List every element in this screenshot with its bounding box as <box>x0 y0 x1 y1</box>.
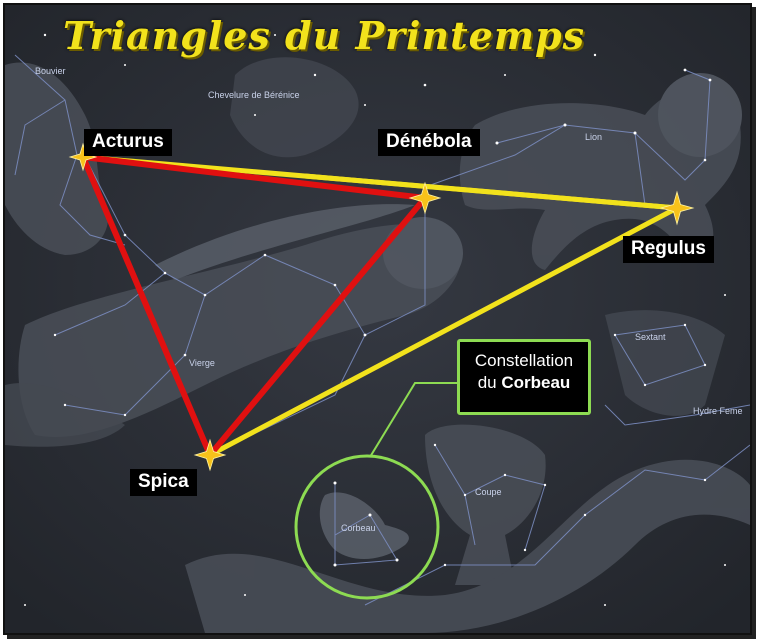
vierge-figure <box>18 224 462 437</box>
yellow-triangle-top-edge <box>304 173 678 211</box>
spica-star-icon <box>193 438 227 472</box>
coupe-figure <box>425 424 546 585</box>
vierge-lines-3 <box>54 272 166 336</box>
hydre-figure <box>185 459 750 633</box>
denebola-star-icon <box>408 181 442 215</box>
vierge-lines-2 <box>64 294 206 416</box>
star-label-acturus: Acturus <box>84 129 172 156</box>
vierge-wing <box>155 204 415 280</box>
corbeau-lines <box>334 483 398 566</box>
bouvier-lines <box>14 54 126 246</box>
figure-silhouettes <box>5 57 750 633</box>
star-label-spica: Spica <box>130 469 197 496</box>
chevelure-figure <box>230 57 359 158</box>
background-stars <box>24 33 726 606</box>
sextant-figure <box>605 310 725 416</box>
regulus-star-icon <box>659 190 695 226</box>
red-triangle <box>80 154 428 458</box>
vierge-head <box>383 217 463 289</box>
lion-head <box>658 73 742 157</box>
constellation-label-hydre: Hydre Feme <box>693 406 743 416</box>
vierge-lower <box>5 383 125 447</box>
star-label-denebola: Dénébola <box>378 129 480 156</box>
constellation-label-bouvier: Bouvier <box>35 66 66 76</box>
callout-line-2: du Corbeau <box>460 372 588 394</box>
corbeau-callout: Constellation du Corbeau <box>457 339 591 415</box>
constellation-label-sextant: Sextant <box>635 332 666 342</box>
constellation-label-corbeau: Corbeau <box>341 523 376 533</box>
bouvier-figure <box>5 62 109 255</box>
constellation-label-vierge: Vierge <box>189 358 215 368</box>
constellation-label-chevelure: Chevelure de Bérénice <box>208 90 300 100</box>
callout-prefix: du <box>477 373 502 393</box>
callout-line-1: Constellation <box>474 351 574 370</box>
sky-map-frame: Triangles du Printemps Bouvier Chevelure… <box>3 3 752 635</box>
page-title: Triangles du Printemps <box>63 13 586 58</box>
corbeau-highlight-circle <box>294 454 440 600</box>
constellation-label-coupe: Coupe <box>475 487 502 497</box>
hydre-lines-2 <box>604 404 750 426</box>
lion-lines-2 <box>424 124 566 188</box>
coupe-lines-2 <box>464 494 476 546</box>
vierge-lines-4 <box>364 200 426 336</box>
constellation-label-lion: Lion <box>585 132 603 142</box>
callout-bold: Corbeau <box>501 373 571 393</box>
sky-map <box>5 5 750 633</box>
bouvier-lines-2 <box>14 99 66 176</box>
callout-connector <box>369 382 457 458</box>
star-label-regulus: Regulus <box>623 236 714 263</box>
